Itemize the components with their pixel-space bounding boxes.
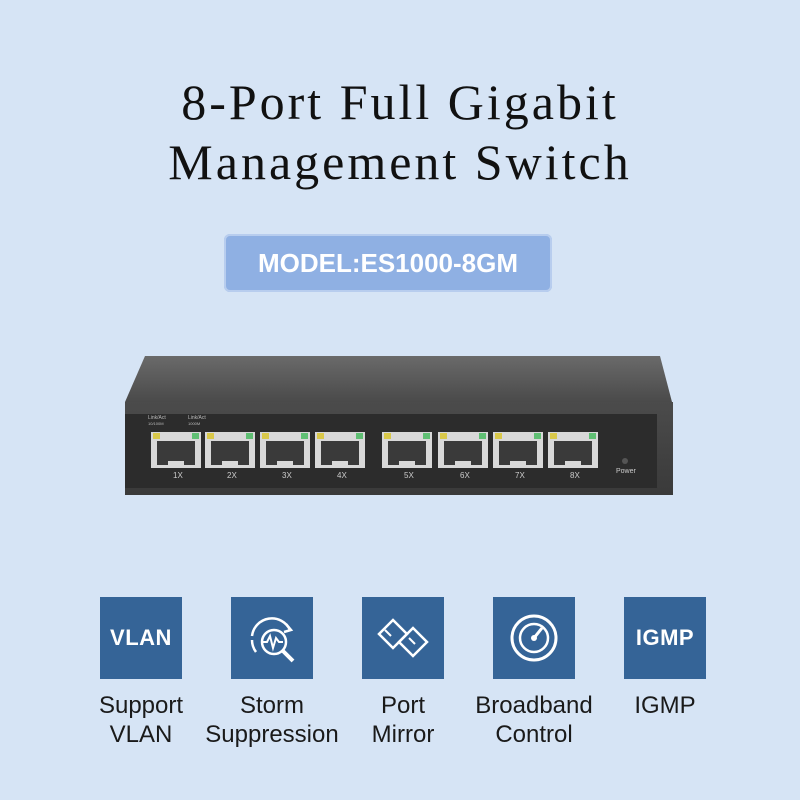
title-line-1: 8-Port Full Gigabit <box>181 74 619 130</box>
led-green <box>423 433 430 439</box>
led-green <box>589 433 596 439</box>
port-label: 7X <box>515 471 525 480</box>
feature-storm-suppression: Storm Suppression <box>192 597 352 749</box>
port-label: 8X <box>570 471 580 480</box>
led-label-2: Link/Act <box>188 415 206 421</box>
led-green <box>301 433 308 439</box>
led-green <box>479 433 486 439</box>
port-latch <box>168 461 184 466</box>
feature-igmp: IGMP IGMP <box>585 597 745 720</box>
page-title: 8-Port Full Gigabit Management Switch <box>0 72 800 192</box>
port-label: 3X <box>282 471 292 480</box>
led-label-2b: 1000M <box>188 421 200 426</box>
feature-port-mirror: Port Mirror <box>323 597 483 749</box>
feature-vlan: VLAN Support VLAN <box>61 597 221 749</box>
feature-igmp-label-line1: IGMP <box>634 692 696 719</box>
ethernet-port: 5X <box>382 432 432 480</box>
ethernet-port: 6X <box>438 432 488 480</box>
ethernet-port: 8X <box>548 432 598 480</box>
port-label: 5X <box>404 471 414 480</box>
port-label: 6X <box>460 471 470 480</box>
feature-vlan-label-line2: VLAN <box>109 721 173 748</box>
model-badge: MODEL:ES1000-8GM <box>224 234 552 292</box>
port-latch <box>399 461 415 466</box>
ethernet-port: 2X <box>205 432 255 480</box>
feature-mirror-label-line2: Mirror <box>371 721 435 748</box>
port-latch <box>222 461 238 466</box>
port-latch <box>510 461 526 466</box>
led-yellow <box>384 433 391 439</box>
feature-broadband-label-line2: Control <box>495 721 573 748</box>
vlan-icon-text: VLAN <box>110 625 172 650</box>
feature-storm-label-line2: Suppression <box>205 721 339 748</box>
port-label: 1X <box>173 471 183 480</box>
igmp-icon-text: IGMP <box>635 625 695 650</box>
ethernet-port: 4X <box>315 432 365 480</box>
led-label-1b: 10/100M <box>148 421 164 426</box>
power-led <box>622 458 628 464</box>
led-yellow <box>207 433 214 439</box>
ethernet-port: 7X <box>493 432 543 480</box>
led-green <box>192 433 199 439</box>
led-label-1: Link/Act <box>148 415 166 421</box>
port-latch <box>277 461 293 466</box>
igmp-icon: IGMP <box>624 597 706 679</box>
ethernet-port: 3X <box>260 432 310 480</box>
led-yellow <box>550 433 557 439</box>
feature-broadband-label-line1: Broadband <box>475 692 593 719</box>
feature-storm-label-line1: Storm <box>239 692 304 719</box>
feature-broadband-control: Broadband Control <box>454 597 614 749</box>
port-label: 4X <box>337 471 347 480</box>
storm-search-icon <box>231 597 313 679</box>
feature-list: VLAN Support VLAN Storm Suppression <box>0 597 800 767</box>
led-yellow <box>440 433 447 439</box>
feature-mirror-label-line1: Port <box>380 692 425 719</box>
port-label: 2X <box>227 471 237 480</box>
led-yellow <box>317 433 324 439</box>
led-yellow <box>262 433 269 439</box>
title-line-2: Management Switch <box>168 134 632 190</box>
port-latch <box>565 461 581 466</box>
switch-product-image: 1X 2X 3X 4X 5X 6X 7X 8X Link/Act 10/100M Link/A… <box>120 352 685 502</box>
power-label: Power <box>616 468 637 475</box>
port-latch <box>455 461 471 466</box>
port-latch <box>332 461 348 466</box>
led-green <box>356 433 363 439</box>
switch-top <box>125 356 672 402</box>
diamond-mirror-icon <box>362 597 444 679</box>
vlan-icon: VLAN <box>100 597 182 679</box>
feature-vlan-label-line1: Support <box>98 692 184 719</box>
led-yellow <box>495 433 502 439</box>
led-yellow <box>153 433 160 439</box>
ethernet-port: 1X <box>151 432 201 480</box>
led-green <box>534 433 541 439</box>
gauge-icon <box>493 597 575 679</box>
led-green <box>246 433 253 439</box>
